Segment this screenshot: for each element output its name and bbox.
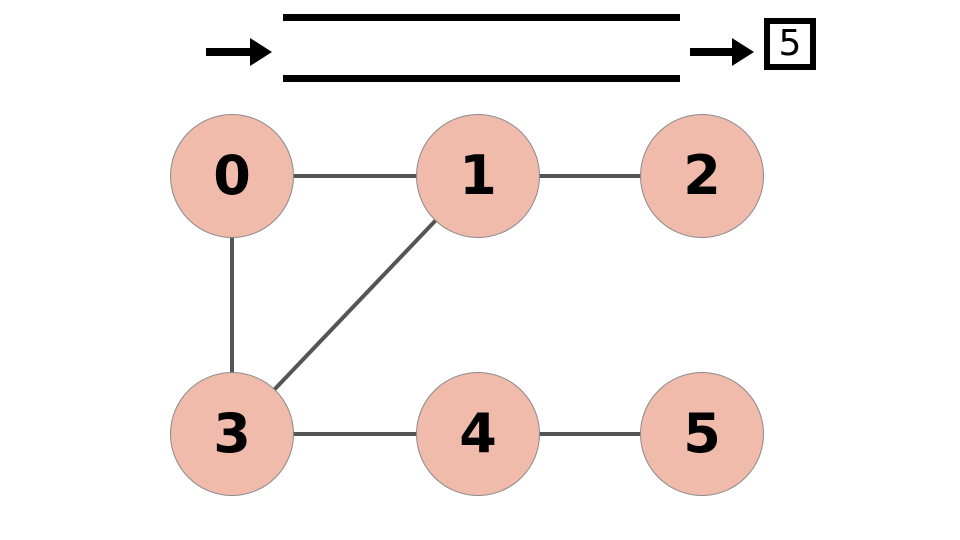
box-bottom-rule <box>283 75 680 82</box>
result-value-box: 5 <box>764 18 816 70</box>
graph-node-5[interactable]: 5 <box>640 372 764 496</box>
graph-node-4[interactable]: 4 <box>416 372 540 496</box>
result-value-text: 5 <box>778 23 802 64</box>
graph-node-0[interactable]: 0 <box>170 114 294 238</box>
graph-node-label: 3 <box>213 402 251 465</box>
graph-node-1[interactable]: 1 <box>416 114 540 238</box>
graph-node-3[interactable]: 3 <box>170 372 294 496</box>
right-arrow-icon <box>206 38 272 66</box>
graph-node-label: 4 <box>459 402 497 465</box>
top-banner: 5 <box>0 0 960 100</box>
graph-node-label: 2 <box>683 144 721 207</box>
graph-node-label: 1 <box>459 144 497 207</box>
graph-edge <box>272 218 438 392</box>
graph-node-2[interactable]: 2 <box>640 114 764 238</box>
box-interior <box>283 21 680 75</box>
blank-content-box <box>283 10 680 85</box>
graph-node-label: 5 <box>683 402 721 465</box>
box-top-rule <box>283 14 680 21</box>
right-arrow-icon <box>690 38 754 66</box>
graph-node-label: 0 <box>213 144 251 207</box>
